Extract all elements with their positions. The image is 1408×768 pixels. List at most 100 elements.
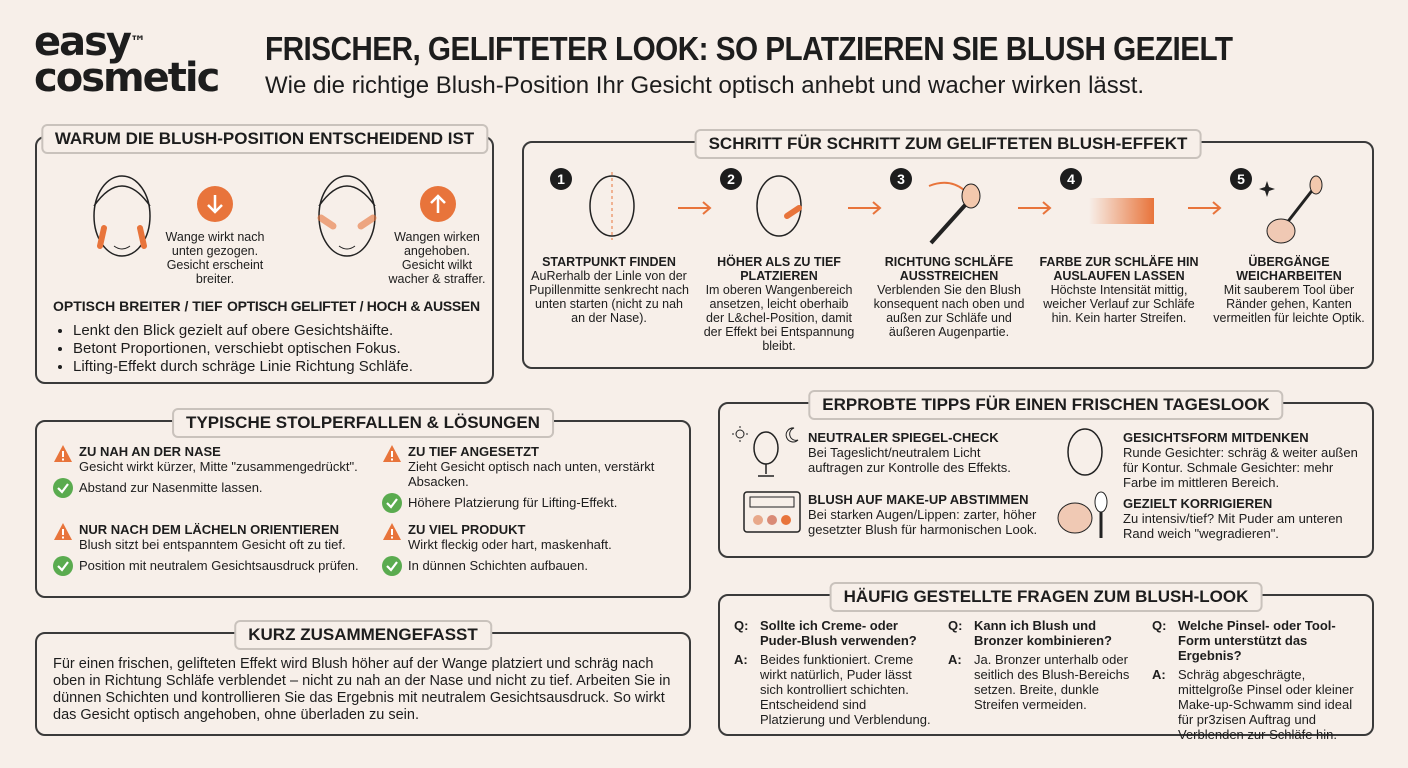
low-note: Wange wirkt nach unten gezogen. Gesicht … (165, 230, 265, 286)
step-text: AuRerhalb der Linle von der Pupillenmitt… (529, 269, 689, 325)
step-number: 5 (1230, 168, 1252, 190)
step-title: STARTPUNKT FINDEN (542, 255, 676, 269)
step-number: 4 (1060, 168, 1082, 190)
answer: Schräg abgeschrägte, mittelgroße Pinsel … (1178, 667, 1354, 742)
solution: In dünnen Schichten aufbauen. (408, 558, 588, 573)
step-number: 3 (890, 168, 912, 190)
problem: ZU TIEF ANGESETZT (408, 444, 539, 459)
steps-title: SCHRITT FÜR SCHRITT ZUM GELIFTETEN BLUSH… (694, 129, 1202, 159)
faq-item-2: Q:Kann ich Blush und Bronzer kombinieren… (948, 618, 1140, 712)
arrow-up-icon (420, 186, 456, 222)
step-title: FARBE ZUR SCHLÄFE HIN AUSLAUFEN LASSEN (1039, 255, 1199, 283)
step-text: Mit sauberem Tool über Ränder gehen, Kan… (1213, 283, 1365, 325)
warning-icon (383, 523, 401, 540)
faq-title: HÄUFIG GESTELLTE FRAGEN ZUM BLUSH-LOOK (829, 582, 1263, 612)
tip-title: GESICHTSFORM MITDENKEN (1123, 430, 1309, 445)
arrow-right-icon (848, 201, 882, 215)
summary-title: KURZ ZUSAMMENGEFASST (234, 620, 492, 650)
summary-text: Für einen frischen, gelifteten Effekt wi… (53, 656, 671, 723)
tip-text: Runde Gesichter: schräg & weiter außen f… (1123, 445, 1358, 490)
problem: NUR NACH DEM LÄCHELN ORIENTIEREN (79, 522, 339, 537)
tip-title: GEZIELT KORRIGIEREN (1123, 496, 1273, 511)
pitfalls-section: TYPISCHE STOLPERFALLEN & LÖSUNGEN ZU NAH… (35, 408, 691, 598)
question: Sollte ich Creme- oder Puder-Blush verwe… (760, 618, 917, 648)
high-label: OPTISCH GELIFTET / HOCH & AUSSEN (227, 298, 480, 314)
steps-section: SCHRITT FÜR SCHRITT ZUM GELIFTETEN BLUSH… (522, 129, 1374, 369)
pitfalls-title: TYPISCHE STOLPERFALLEN & LÖSUNGEN (172, 408, 554, 438)
a-label: A: (948, 652, 962, 667)
palette-icon (743, 491, 801, 533)
face-low-blush-icon (93, 175, 151, 257)
problem: ZU VIEL PRODUKT (408, 522, 526, 537)
problem-desc: Gesicht wirkt kürzer, Mitte "zusammenged… (79, 459, 358, 474)
problem-desc: Zieht Gesicht optisch nach unten, verstä… (408, 459, 655, 489)
arrow-right-icon (678, 201, 712, 215)
q-label: Q: (948, 618, 963, 633)
check-icon (382, 493, 402, 513)
answer: Beides funktioniert. Creme wirkt natürli… (760, 652, 931, 727)
face-cheek-icon (756, 175, 802, 237)
answer: Ja. Bronzer unterhalb oder seitlich des … (974, 652, 1130, 712)
high-note: Wangen wirken angehoben. Gesicht wilkt w… (388, 230, 486, 286)
arrow-right-icon (1188, 201, 1222, 215)
bullet: Betont Proportionen, verschiebt optische… (73, 340, 413, 358)
check-icon (382, 556, 402, 576)
step-text: Verblenden Sie den Blush konsequent nach… (873, 283, 1025, 339)
a-label: A: (734, 652, 748, 667)
tips-title: ERPROBTE TIPPS FÜR EINEN FRISCHEN TAGESL… (808, 390, 1284, 420)
why-title: WARUM DIE BLUSH-POSITION ENTSCHEIDEND IS… (40, 124, 489, 154)
tip-text: Bei starken Augen/Lippen: zarter, höher … (808, 507, 1038, 537)
face-icon (1067, 428, 1103, 476)
brush-icon (928, 181, 981, 245)
step-number: 1 (550, 168, 572, 190)
summary-section: KURZ ZUSAMMENGEFASST Für einen frischen,… (35, 620, 691, 736)
faq-section: HÄUFIG GESTELLTE FRAGEN ZUM BLUSH-LOOK Q… (718, 582, 1374, 742)
bullet: Lifting-Effekt durch schräge Linie Richt… (73, 358, 413, 376)
step-title: RICHTUNG SCHLÄFE AUSSTREICHEN (884, 255, 1014, 283)
faq-item-3: Q: Welche Pinsel- oder Tool-Form unterstü… (1152, 618, 1364, 742)
gradient-swatch (1089, 198, 1154, 224)
arrow-down-icon (197, 186, 233, 222)
faq-item-1: Q: Sollte ich Creme- oder Puder-Blush ver… (734, 618, 934, 727)
mirror-icon (732, 426, 799, 477)
step-text: Höchste Intensität mittig, weicher Verla… (1043, 283, 1195, 325)
question: Welche Pinsel- oder Tool-Form unterstütz… (1178, 618, 1336, 663)
step-title: ÜBERGÄNGE WEICHARBEITEN (1236, 255, 1342, 283)
face-centerline-icon (589, 172, 635, 240)
page-title: FRISCHER, GELIFTETER LOOK: SO PLATZIEREN… (265, 30, 1233, 67)
tips-section: ERPROBTE TIPPS FÜR EINEN FRISCHEN TAGESL… (718, 390, 1374, 558)
problem-desc: Blush sitzt bei entspanntem Gesicht oft … (79, 537, 346, 552)
warning-icon (383, 445, 401, 462)
tip-text: Zu intensiv/tief? Mit Puder am unteren R… (1123, 511, 1343, 541)
solution: Höhere Platzierung für Lifting-Effekt. (408, 495, 618, 510)
problem-desc: Wirkt fleckig oder hart, maskenhaft. (408, 537, 612, 552)
page-subtitle: Wie die richtige Blush-Position Ihr Gesi… (265, 72, 1145, 99)
brush-sponge-icon (1259, 175, 1323, 244)
step-title: HÖHER ALS ZU TIEF PLATZIEREN (717, 255, 841, 283)
solution: Abstand zur Nasenmitte lassen. (79, 480, 263, 495)
q-label: Q: (1152, 618, 1167, 633)
warning-icon (54, 445, 72, 462)
low-label: OPTISCH BREITER / TIEF (53, 298, 223, 314)
arrow-right-icon (1018, 201, 1052, 215)
powder-brush-icon (1057, 491, 1108, 538)
check-icon (53, 478, 73, 498)
tip-title: NEUTRALER SPIEGEL-CHECK (808, 430, 999, 445)
solution: Position mit neutralem Gesichtsausdruck … (79, 558, 359, 573)
step-number: 2 (720, 168, 742, 190)
warning-icon (54, 523, 72, 540)
q-label: Q: (734, 618, 749, 633)
step-text: Im oberen Wangenbereich ansetzen, leicht… (703, 283, 855, 353)
